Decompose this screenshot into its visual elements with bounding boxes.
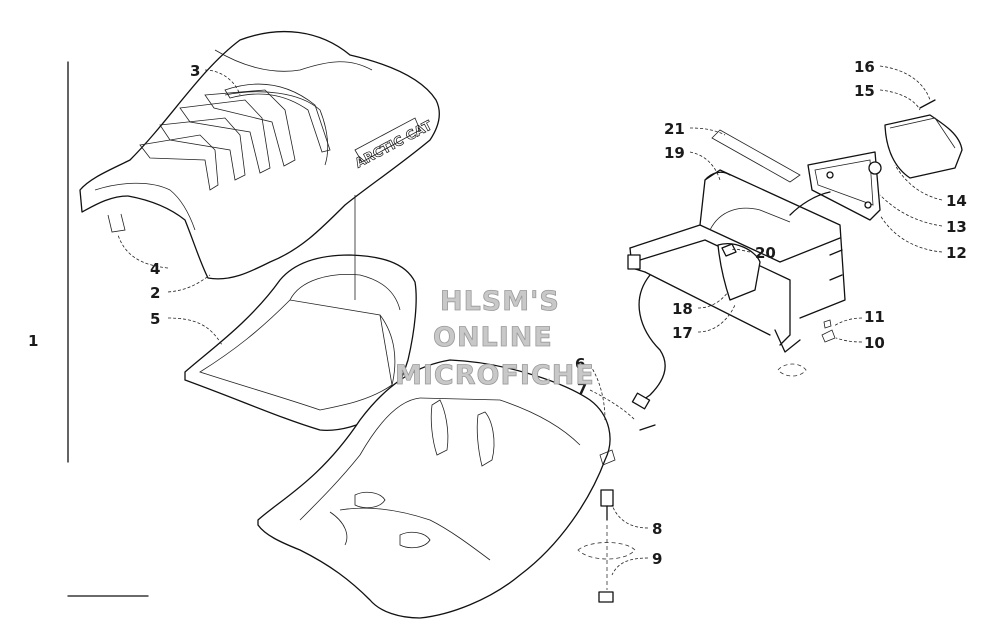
rear-rack xyxy=(627,129,846,377)
label-4: 4 xyxy=(150,260,160,278)
part-labels: 1 2 3 4 5 6 7 8 9 10 11 12 13 14 15 16 1… xyxy=(28,58,967,568)
wiring-harness xyxy=(631,191,831,431)
label-5: 5 xyxy=(150,310,160,328)
label-20: 20 xyxy=(755,244,776,262)
label-21: 21 xyxy=(664,120,685,138)
label-11: 11 xyxy=(864,308,885,326)
label-12: 12 xyxy=(946,244,967,262)
label-14: 14 xyxy=(946,192,967,210)
label-1: 1 xyxy=(28,332,38,350)
watermark: HLSM'S ONLINE MICROFICHE xyxy=(395,286,595,392)
watermark-line-1: HLSM'S xyxy=(440,286,560,317)
label-2: 2 xyxy=(150,284,160,302)
label-18: 18 xyxy=(672,300,693,318)
tail-light xyxy=(807,99,963,221)
seat-base xyxy=(257,359,616,619)
label-6: 6 xyxy=(575,355,585,373)
label-19: 19 xyxy=(664,144,685,162)
label-9: 9 xyxy=(652,550,662,568)
fastener-stud xyxy=(577,489,636,603)
label-3: 3 xyxy=(190,62,200,80)
watermark-line-3: MICROFICHE xyxy=(395,360,595,391)
seat-foam xyxy=(184,254,417,431)
label-10: 10 xyxy=(864,334,885,352)
label-16: 16 xyxy=(854,58,875,76)
seat-cover: ARCTIC CAT xyxy=(79,31,441,280)
label-17: 17 xyxy=(672,324,693,342)
leader-lines xyxy=(117,65,943,576)
watermark-line-2: ONLINE xyxy=(433,322,553,353)
label-8: 8 xyxy=(652,520,662,538)
label-15: 15 xyxy=(854,82,875,100)
label-7: 7 xyxy=(577,380,587,398)
label-13: 13 xyxy=(946,218,967,236)
